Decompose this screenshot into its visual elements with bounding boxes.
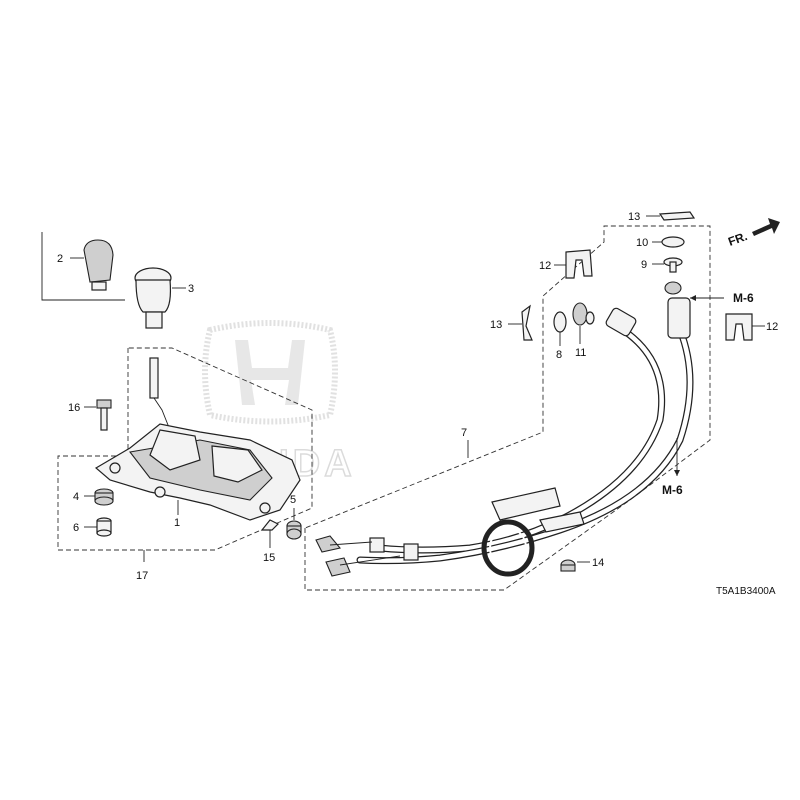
callout-8: 8 — [556, 349, 562, 361]
clip-12-right — [725, 313, 753, 341]
collar-6 — [96, 517, 112, 537]
callout-7: 7 — [461, 427, 467, 439]
shifter-assembly — [94, 357, 301, 521]
shift-cables — [315, 281, 694, 577]
front-label: FR. — [726, 229, 749, 249]
callout-1: 1 — [174, 517, 180, 529]
bushing-11 — [572, 302, 595, 326]
shift-knob-2 — [41, 232, 125, 301]
callout-10: 10 — [636, 237, 648, 249]
nut-5 — [286, 520, 302, 540]
callout-9: 9 — [641, 259, 647, 271]
callout-3: 3 — [188, 283, 194, 295]
group-bracket-7 — [304, 225, 711, 591]
callout-13-top: 13 — [628, 211, 640, 223]
callout-14: 14 — [592, 557, 604, 569]
callout-5: 5 — [290, 494, 296, 506]
clip-15 — [260, 519, 280, 531]
clip-13-top — [658, 211, 696, 221]
diagram-code: T5A1B3400A — [716, 586, 776, 597]
shift-knob-3 — [134, 267, 172, 329]
callout-12-left: 12 — [539, 260, 551, 272]
washer-8 — [553, 311, 567, 333]
pin-9 — [663, 257, 683, 273]
callout-16: 16 — [68, 402, 80, 414]
clip-12-left — [565, 249, 593, 279]
callout-11: 11 — [575, 347, 586, 359]
group-bracket-17 — [57, 347, 313, 551]
nut-14 — [560, 559, 576, 572]
callout-2: 2 — [57, 253, 63, 265]
ref-m6-top: M-6 — [733, 291, 754, 305]
callout-12-right: 12 — [766, 321, 778, 333]
bushing-4 — [94, 488, 114, 506]
ref-m6-bottom: M-6 — [662, 483, 683, 497]
washer-10 — [661, 236, 685, 248]
callout-13-left: 13 — [490, 319, 502, 331]
callout-15: 15 — [263, 552, 275, 564]
callout-4: 4 — [73, 491, 79, 503]
clip-13-left — [521, 304, 533, 341]
front-arrow — [752, 218, 780, 236]
callout-6: 6 — [73, 522, 79, 534]
callout-17: 17 — [136, 570, 148, 582]
bolt-16 — [96, 399, 112, 431]
